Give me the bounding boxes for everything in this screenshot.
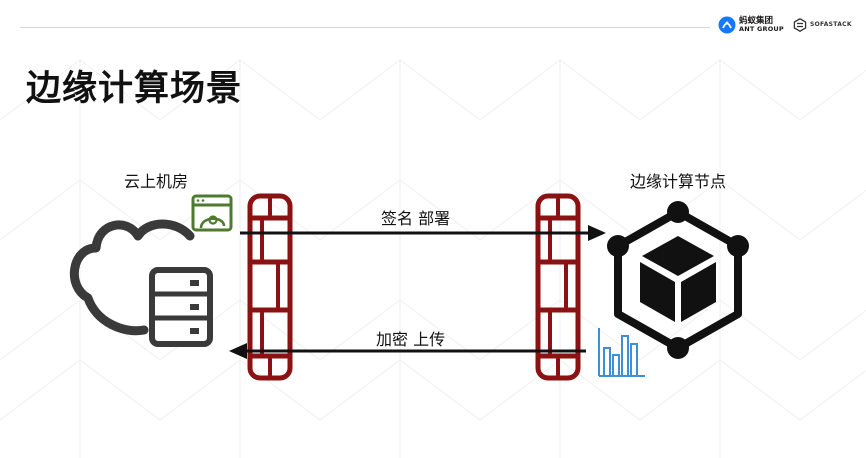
forward-arrow: [240, 225, 606, 241]
ant-group-logo-mark: [718, 16, 736, 34]
sofastack-logo: SOFASTACK: [793, 17, 857, 35]
cloud-icon: [69, 219, 195, 336]
ant-group-logo-cn: 蚂蚁集团: [739, 16, 774, 26]
header-logos: 蚂蚁集团 ANT GROUP SOFASTACK: [718, 14, 858, 40]
page-title: 边缘计算场景: [26, 69, 243, 109]
top-divider: [20, 27, 710, 28]
app-window-icon: [191, 194, 233, 232]
cloud-datacenter-label: 云上机房: [124, 172, 189, 191]
ant-group-logo: 蚂蚁集团 ANT GROUP: [718, 14, 786, 38]
firewall-right: [535, 193, 581, 381]
edge-node-label: 边缘计算节点: [630, 172, 727, 191]
sofastack-logo-text: SOFASTACK: [810, 21, 852, 28]
sofastack-logo-mark: [793, 18, 807, 32]
edge-cube-icon: [607, 201, 749, 359]
backward-arrow: [229, 343, 586, 359]
firewall-left: [247, 193, 293, 381]
bar-chart-icon: [598, 328, 645, 377]
forward-arrow-label: 签名 部署: [381, 209, 451, 228]
server-icon: [149, 267, 213, 347]
backward-arrow-label: 加密 上传: [376, 330, 446, 349]
ant-group-logo-en: ANT GROUP: [739, 25, 784, 33]
